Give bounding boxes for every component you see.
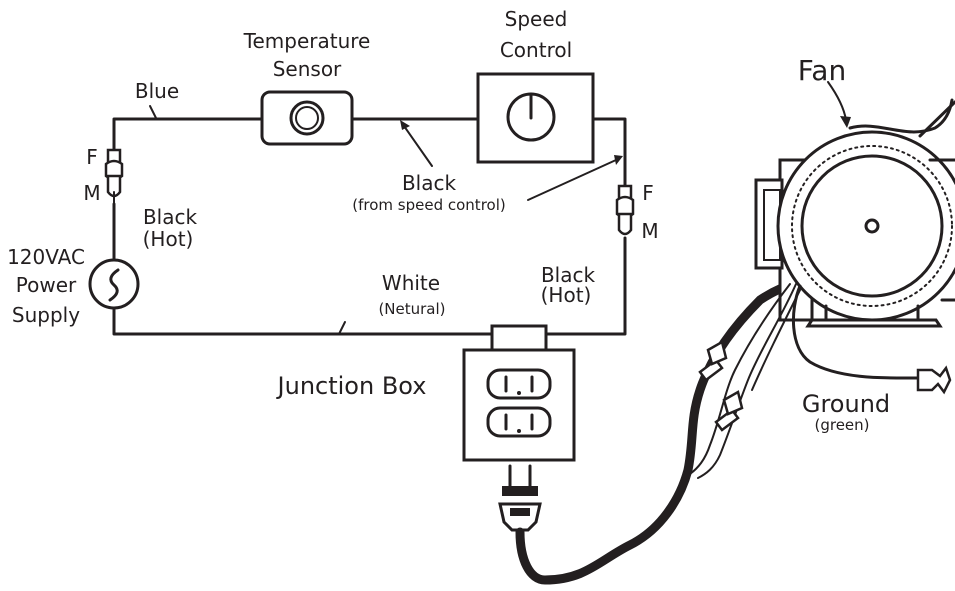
- power-supply-label-2: Power: [16, 273, 77, 297]
- fan-label: Fan: [798, 54, 846, 87]
- black-mid-sublabel: (from speed control): [352, 196, 505, 214]
- left-fm-connector: [104, 148, 124, 207]
- black-hot-right-label-1: Black: [541, 263, 596, 287]
- right-f-label: F: [642, 181, 654, 205]
- temperature-sensor: [260, 90, 354, 146]
- upper-outlet: [486, 368, 552, 400]
- right-m-label: M: [641, 219, 658, 243]
- speed-control-label-2: Control: [500, 38, 572, 62]
- temp-sensor-label-2: Sensor: [273, 57, 342, 81]
- pointer-arrows: [400, 120, 623, 201]
- black-hot-right-label-2: (Hot): [541, 283, 592, 307]
- black-hot-left-label-1: Black: [143, 205, 198, 229]
- left-m-label: M: [83, 181, 100, 205]
- black-wire-control-out: [591, 117, 627, 188]
- ground-label: Ground: [802, 390, 890, 418]
- fan-cord: [515, 277, 805, 585]
- speed-control-label-1: Speed: [505, 7, 568, 31]
- blue-wire: [112, 117, 264, 154]
- fan-motor: [754, 98, 955, 328]
- junction-box-label: Junction Box: [276, 372, 427, 400]
- white-neutral-wire: [112, 306, 494, 336]
- circuit-wires: [112, 117, 627, 336]
- power-supply-symbol: [88, 258, 140, 310]
- temp-sensor-label-1: Temperature: [243, 29, 371, 53]
- fan-leads: [689, 283, 801, 479]
- blue-wire-label: Blue: [135, 79, 179, 103]
- junction-box: [462, 324, 576, 462]
- lower-outlet: [486, 406, 552, 438]
- black-hot-left-label-2: (Hot): [143, 227, 194, 251]
- power-supply-label-3: Supply: [12, 303, 80, 327]
- ground-sublabel: (green): [814, 416, 869, 434]
- labels: Temperature Sensor Speed Control Fan Blu…: [7, 7, 890, 434]
- black-hot-wire-right: [544, 236, 627, 336]
- right-fm-connector: [615, 184, 635, 236]
- white-wire-sublabel: (Netural): [378, 300, 445, 318]
- left-f-label: F: [86, 145, 98, 169]
- black-mid-label: Black: [402, 171, 457, 195]
- ground-wire: [791, 284, 952, 395]
- power-supply-label-1: 120VAC: [7, 245, 85, 269]
- speed-control: [476, 72, 595, 164]
- fan-pointer-arrow: [827, 81, 851, 128]
- white-wire-label: White: [382, 271, 440, 295]
- fan-plug: [498, 464, 542, 532]
